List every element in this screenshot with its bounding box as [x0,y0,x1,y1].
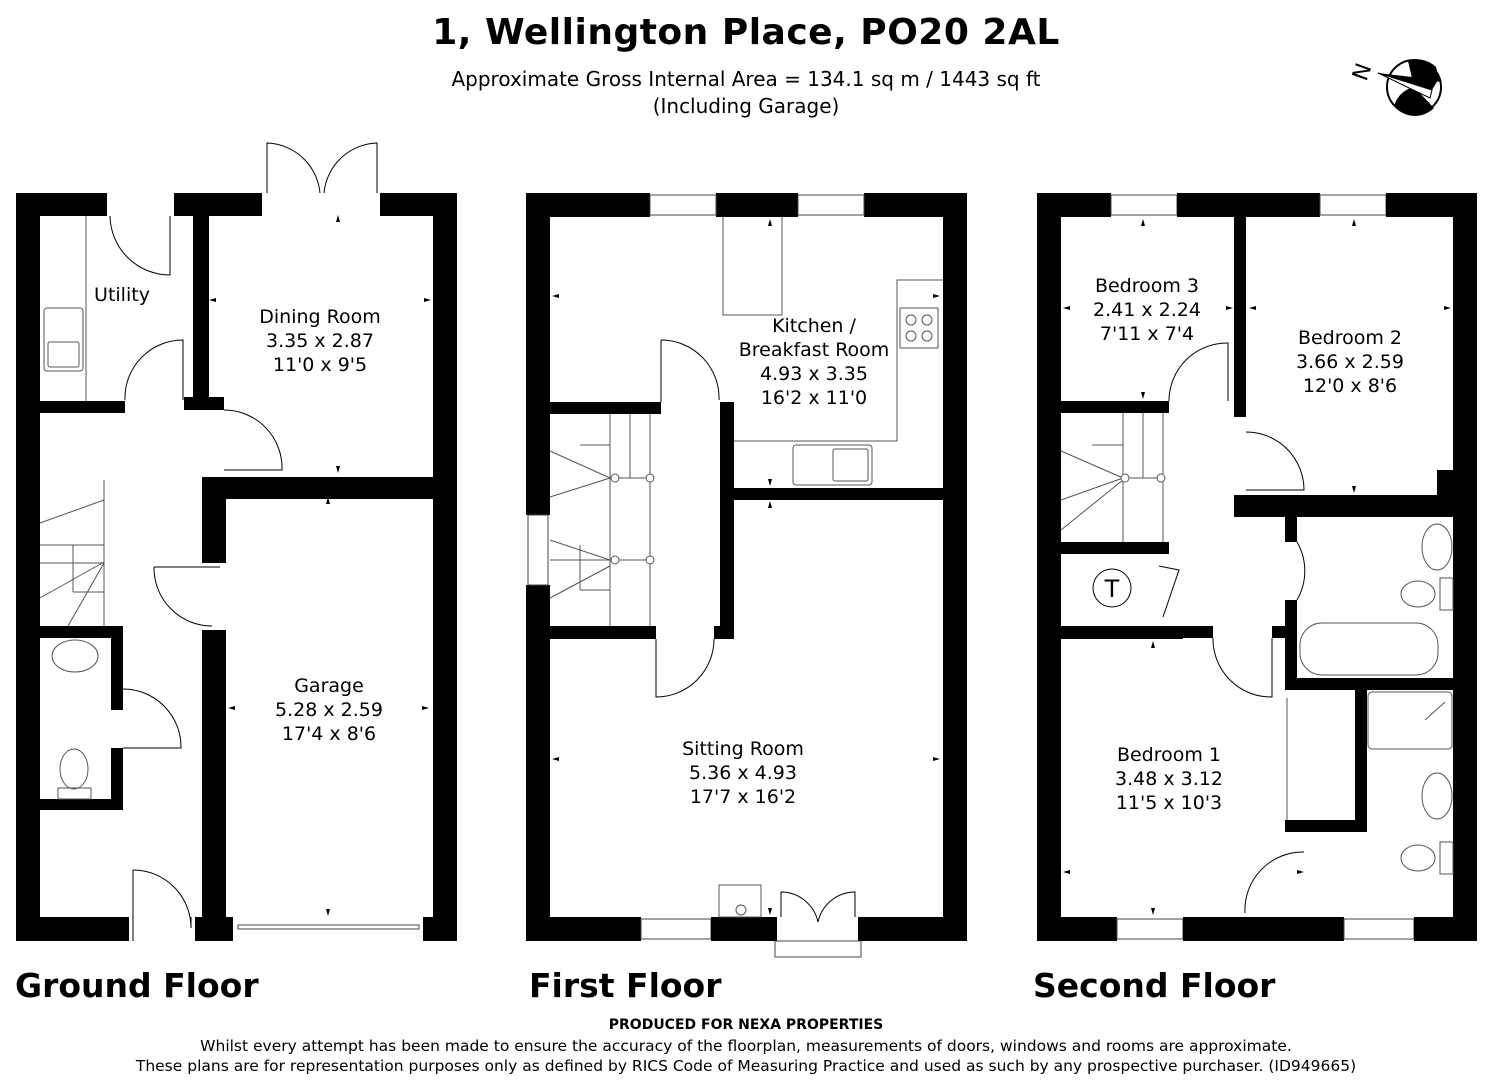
room-kitchen-name1: Kitchen / [772,315,856,337]
room-utility: Utility [94,284,150,306]
tank-symbol: T [1104,575,1120,603]
room-bedroom3-name: Bedroom 3 [1095,275,1199,297]
room-bedroom3-metric: 2.41 x 2.24 [1093,299,1201,321]
room-garage-metric: 5.28 x 2.59 [275,699,383,721]
property-title: 1, Wellington Place, PO20 2AL [432,12,1060,53]
north-arrow-icon: N [1350,59,1442,116]
room-kitchen-name2: Breakfast Room [739,339,890,361]
room-bedroom3-imperial: 7'11 x 7'4 [1100,323,1194,345]
room-sitting-name: Sitting Room [682,738,804,760]
first-floor-label: First Floor [529,966,722,1005]
room-dining-name: Dining Room [259,306,380,328]
room-bedroom2-metric: 3.66 x 2.59 [1296,351,1404,373]
ground-floor-label: Ground Floor [15,966,259,1005]
room-kitchen-imperial: 16'2 x 11'0 [761,387,867,409]
first-floor-plan: Kitchen / Breakfast Room 4.93 x 3.35 16'… [526,193,967,958]
room-garage-imperial: 17'4 x 8'6 [282,723,376,745]
second-floor-plan: T [1037,193,1477,941]
producer-credit: PRODUCED FOR NEXA PROPERTIES [608,1017,884,1033]
room-dining-imperial: 11'0 x 9'5 [273,354,367,376]
room-bedroom1-metric: 3.48 x 3.12 [1115,768,1223,790]
room-dining-metric: 3.35 x 2.87 [266,330,374,352]
room-garage-name: Garage [294,675,364,697]
ground-floor-plan: Utility Dining Room 3.35 x 2.87 11'0 x 9… [16,142,457,941]
room-sitting-metric: 5.36 x 4.93 [689,762,797,784]
disclaimer-line-2: These plans are for representation purpo… [135,1057,1357,1075]
room-sitting-imperial: 17'7 x 16'2 [690,786,796,808]
room-kitchen-metric: 4.93 x 3.35 [760,363,868,385]
area-note: (Including Garage) [652,94,840,118]
room-bedroom1-name: Bedroom 1 [1117,744,1221,766]
room-bedroom1-imperial: 11'5 x 10'3 [1116,792,1222,814]
room-bedroom2-imperial: 12'0 x 8'6 [1303,375,1397,397]
gross-area: Approximate Gross Internal Area = 134.1 … [451,67,1041,91]
room-bedroom2-name: Bedroom 2 [1298,327,1402,349]
disclaimer-line-1: Whilst every attempt has been made to en… [200,1037,1292,1055]
second-floor-label: Second Floor [1033,966,1276,1005]
